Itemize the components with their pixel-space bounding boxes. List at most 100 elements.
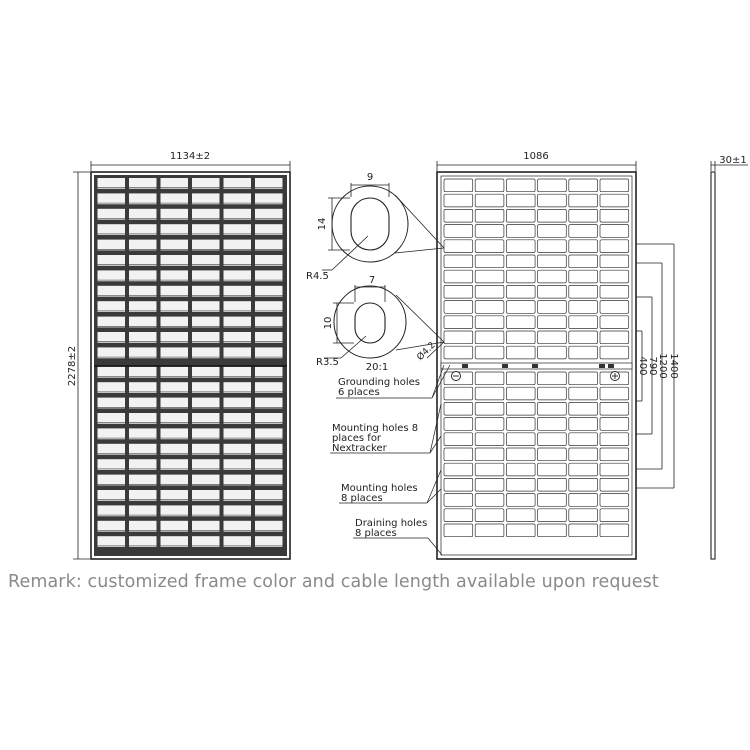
spacing-1400-label: 1400 xyxy=(668,353,679,378)
detail-bottom-height: 10 xyxy=(323,317,334,330)
front-cell xyxy=(192,366,220,377)
detail-scale: 20:1 xyxy=(366,362,388,373)
rear-cell xyxy=(443,178,474,193)
rear-cell xyxy=(443,386,474,401)
front-cell xyxy=(97,193,125,203)
rear-width-dimension xyxy=(436,161,637,171)
callout-mounting-nextracker: Mounting holes 8 places for Nextracker xyxy=(330,403,442,454)
callout-grounding-line2: 6 places xyxy=(338,387,380,398)
front-cell xyxy=(129,443,157,454)
front-cell xyxy=(255,536,283,546)
front-width-dimension xyxy=(90,161,291,171)
front-cell xyxy=(160,178,188,188)
front-cell xyxy=(160,520,188,531)
rear-cell xyxy=(568,209,598,223)
front-cell xyxy=(223,301,251,311)
front-cell xyxy=(160,366,188,377)
front-cell xyxy=(255,301,283,311)
remark-note: Remark: customized frame color and cable… xyxy=(8,572,659,592)
rear-cell xyxy=(443,193,474,208)
rear-cell xyxy=(537,285,567,299)
front-cell xyxy=(255,505,283,515)
rear-cell xyxy=(537,447,567,462)
rear-cell xyxy=(537,402,567,416)
callout-nextracker-line1: Mounting holes 8 xyxy=(332,423,418,434)
rear-cell xyxy=(506,402,536,416)
front-cell xyxy=(255,490,283,500)
front-cell xyxy=(255,208,283,219)
rear-cell xyxy=(537,330,567,345)
front-cell xyxy=(255,397,283,407)
front-cell xyxy=(97,413,125,423)
rear-cell xyxy=(537,269,567,284)
front-cell xyxy=(255,316,283,326)
front-cell xyxy=(97,301,125,311)
front-view: 1134±2 2278±2 xyxy=(67,151,291,560)
front-height-label: 2278±2 xyxy=(67,346,78,386)
rear-cell xyxy=(474,462,505,477)
rear-cell xyxy=(443,447,474,462)
front-cell xyxy=(129,208,157,219)
front-cell xyxy=(223,239,251,249)
hole-spacing-dimensions xyxy=(636,243,675,489)
front-cell xyxy=(192,413,220,423)
rear-cell xyxy=(537,178,567,193)
rear-cell xyxy=(537,193,567,208)
rear-cell xyxy=(506,493,536,507)
rear-cell xyxy=(474,447,505,462)
front-cell xyxy=(192,270,220,280)
front-cell xyxy=(129,536,157,546)
rear-cell xyxy=(443,402,474,416)
rear-cell xyxy=(443,478,474,492)
rear-cell xyxy=(599,493,630,507)
front-cell xyxy=(160,536,188,546)
front-cell xyxy=(160,413,188,423)
rear-cell xyxy=(506,447,536,462)
front-cell xyxy=(223,505,251,515)
rear-cell xyxy=(474,285,505,299)
rear-cell xyxy=(599,508,630,522)
front-cell xyxy=(97,443,125,454)
rear-cell xyxy=(568,508,598,522)
front-cell xyxy=(129,193,157,203)
rear-cell xyxy=(443,345,474,360)
front-cell xyxy=(192,459,220,469)
front-cell xyxy=(255,193,283,203)
front-cell xyxy=(192,224,220,234)
front-cell xyxy=(255,413,283,423)
front-cell xyxy=(255,285,283,296)
front-cell xyxy=(255,347,283,357)
rear-cell xyxy=(537,254,567,269)
rear-cell xyxy=(599,478,630,492)
front-cell xyxy=(97,316,125,326)
front-cell xyxy=(160,285,188,296)
front-cell xyxy=(192,316,220,326)
front-cell xyxy=(97,505,125,515)
front-cell xyxy=(223,382,251,392)
front-cell xyxy=(192,536,220,546)
front-cell-grid xyxy=(94,178,287,547)
rear-cell xyxy=(568,224,598,238)
rear-cell xyxy=(568,285,598,299)
front-cell xyxy=(192,239,220,249)
rear-cell xyxy=(537,386,567,401)
rear-cell xyxy=(443,285,474,299)
rear-cell xyxy=(443,508,474,522)
front-cell xyxy=(255,474,283,484)
front-cell xyxy=(129,224,157,234)
front-cell xyxy=(192,178,220,188)
callout-draining: Draining holes 8 places xyxy=(353,518,443,556)
front-cell xyxy=(223,413,251,423)
front-cell xyxy=(223,285,251,296)
rear-cell xyxy=(474,300,505,314)
front-cell xyxy=(192,193,220,203)
detail-bottom-width: 7 xyxy=(369,275,375,286)
front-cell xyxy=(255,239,283,249)
front-cell xyxy=(160,428,188,438)
front-cell xyxy=(192,332,220,342)
front-cell xyxy=(97,270,125,280)
rear-cell xyxy=(474,523,505,538)
front-cell xyxy=(97,520,125,531)
rear-cell xyxy=(474,432,505,446)
rear-cell xyxy=(537,371,567,386)
